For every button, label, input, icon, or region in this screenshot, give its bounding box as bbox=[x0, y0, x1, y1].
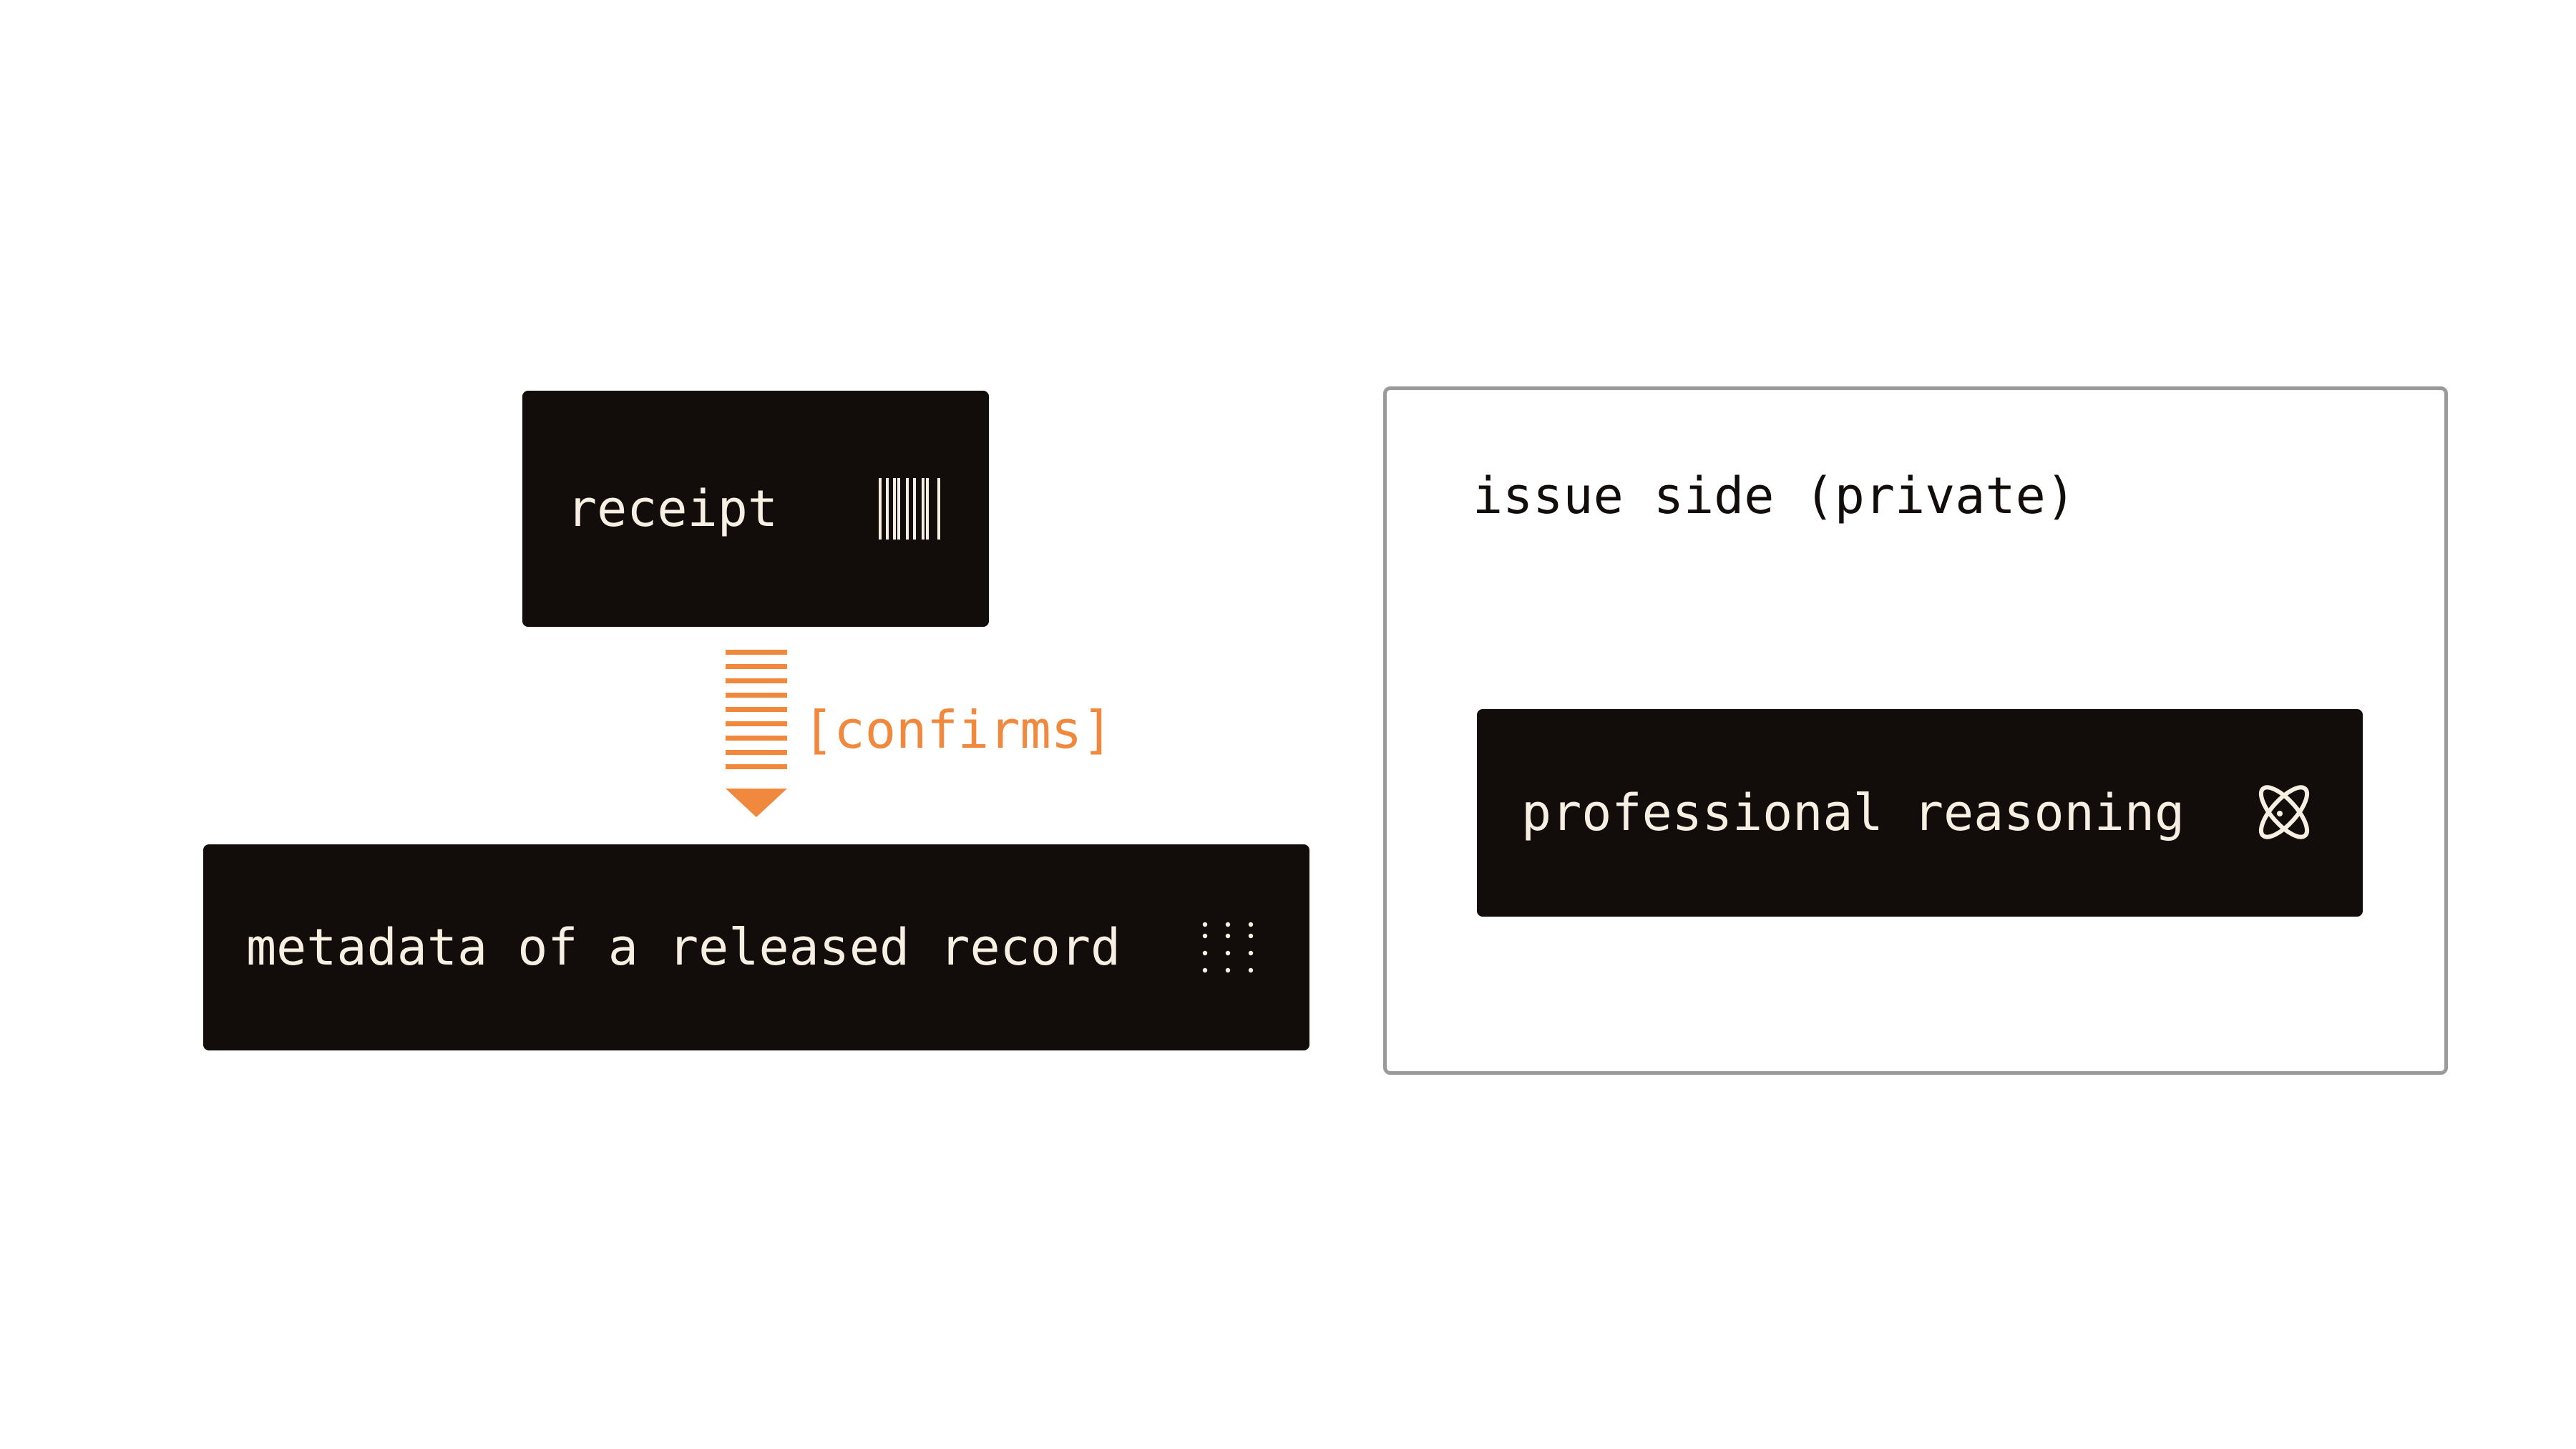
confirms-arrow bbox=[723, 648, 791, 823]
reasoning-label: professional reasoning bbox=[1521, 784, 2185, 842]
confirms-edge-label: [confirms] bbox=[803, 700, 1113, 760]
barcode-icon bbox=[877, 477, 946, 544]
issue-side-group bbox=[1383, 386, 2448, 1075]
receipt-label: receipt bbox=[567, 479, 779, 538]
professional-reasoning-node: professional reasoning bbox=[1477, 709, 2363, 917]
metadata-node: metadata of a released record bbox=[203, 844, 1309, 1050]
receipt-node: receipt bbox=[522, 391, 989, 627]
group-title: issue side (private) bbox=[1473, 467, 2076, 525]
dot-grid-icon bbox=[1201, 920, 1255, 977]
metadata-label: metadata of a released record bbox=[246, 918, 1121, 977]
atom-icon bbox=[2250, 776, 2318, 851]
